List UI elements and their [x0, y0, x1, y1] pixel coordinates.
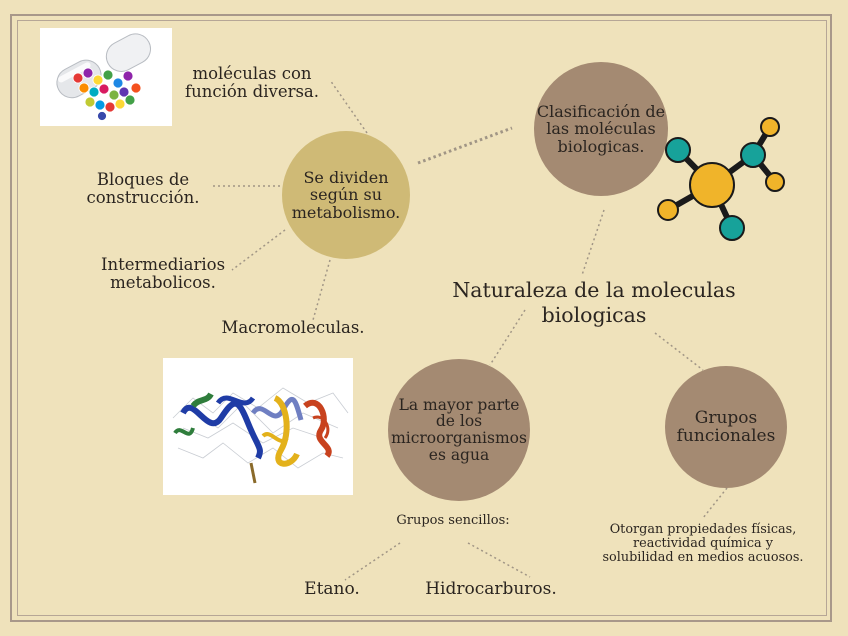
connector-grupos-funcionales-otorgan [702, 487, 728, 519]
connector-grupos-sencillos-hidrocarburos [467, 542, 531, 578]
node-se-dividen: Se dividen según su metabolismo. [282, 131, 410, 259]
outer-frame [10, 14, 832, 622]
label-otorgan: Otorgan propiedades físicas, reactividad… [602, 522, 804, 566]
connector-title-grupos-funcionales [654, 332, 704, 371]
node-clasificacion-label: Clasificación de las moléculas biologica… [536, 102, 666, 156]
atom-teal-2 [740, 142, 766, 168]
inner-frame [17, 20, 827, 616]
node-clasificacion: Clasificación de las moléculas biologica… [534, 62, 668, 196]
node-mayor-parte-label: La mayor parte de los microorganismos es… [391, 395, 527, 464]
atom-center [689, 162, 735, 208]
node-mayor-parte: La mayor parte de los microorganismos es… [388, 359, 530, 501]
label-macromoleculas: Macromoleculas. [221, 318, 365, 337]
diagram-title: Naturaleza de la moleculas biologicas [452, 278, 736, 327]
atom-yellow-2 [760, 117, 780, 137]
label-bloques: Bloques de construcción. [86, 170, 200, 208]
molecule-illustration [657, 117, 785, 241]
atom-yellow-3 [765, 172, 785, 192]
connector-se-dividen-clasificacion [417, 126, 513, 165]
atom-teal-3 [719, 215, 745, 241]
label-moleculas-funcion: moléculas con función diversa. [184, 64, 320, 102]
connector-grupos-sencillos-etano [344, 542, 401, 581]
label-hidrocarburos: Hidrocarburos. [425, 579, 557, 599]
label-intermediarios: Intermediarios metabolicos. [100, 255, 226, 293]
label-etano: Etano. [304, 579, 360, 599]
connector-se-dividen-intermediarios [231, 229, 286, 271]
label-grupos-sencillos: Grupos sencillos: [396, 513, 510, 528]
node-grupos-funcionales: Grupos funcionales [665, 366, 787, 488]
connector-clasificacion-title [581, 209, 605, 276]
node-se-dividen-label: Se dividen según su metabolismo. [291, 168, 401, 222]
atom-yellow-1 [657, 199, 679, 221]
connector-se-dividen-macromoleculas [312, 259, 331, 321]
atom-teal-1 [665, 137, 691, 163]
connector-se-dividen-moleculas [329, 79, 368, 134]
node-grupos-funcionales-label: Grupos funcionales [676, 407, 776, 446]
protein-structure-image [163, 358, 353, 495]
pills-capsule-image [40, 28, 172, 126]
connector-title-mayor-parte [489, 309, 526, 366]
